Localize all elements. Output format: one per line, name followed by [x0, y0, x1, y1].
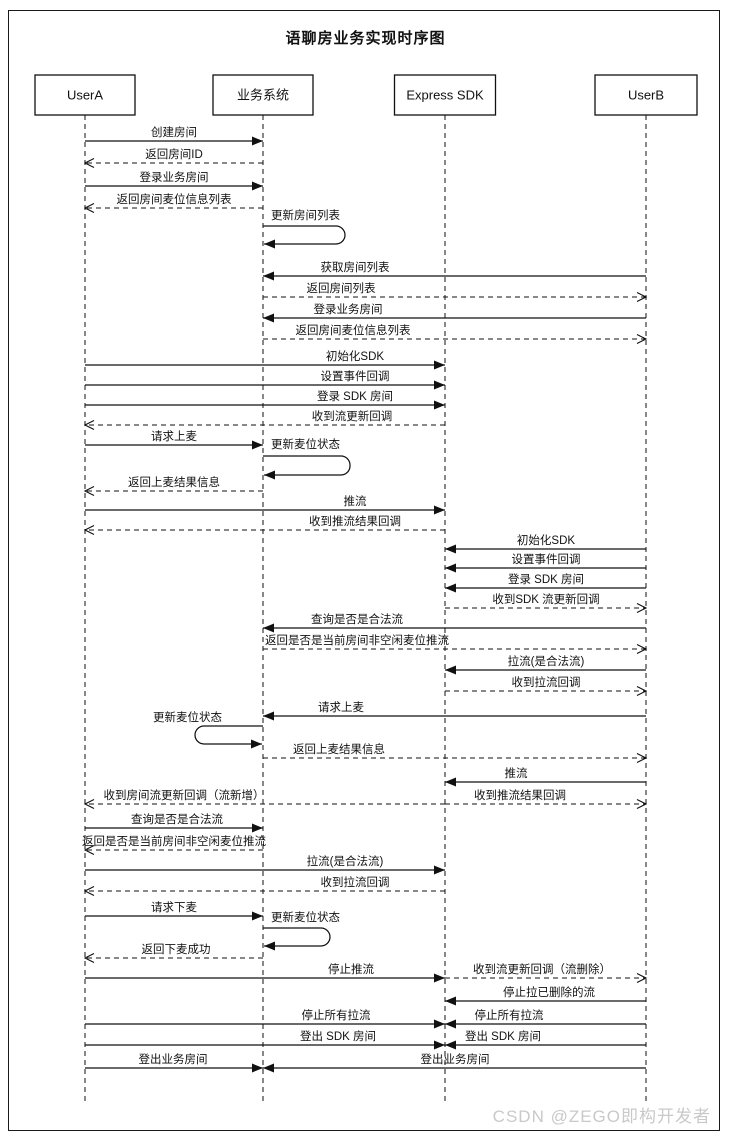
message-label-7: 返回房间麦位信息列表 [296, 323, 411, 337]
actor-label-userB: UserB [628, 88, 664, 103]
actor-label-biz: 业务系统 [237, 88, 289, 103]
self-loop-arrow-1 [263, 455, 351, 480]
message-label-0: 创建房间 [151, 125, 197, 139]
message-label-30: 返回是否是当前房间非空闲麦位推流 [82, 834, 266, 848]
message-label-18: 登录 SDK 房间 [508, 572, 584, 586]
message-label-33: 请求下麦 [151, 901, 197, 914]
message-label-9: 设置事件回调 [321, 369, 390, 383]
self-loop-label-3: 更新麦位状态 [271, 910, 340, 924]
message-label-28: 收到房间流更新回调（流新增） [104, 788, 265, 802]
message-label-2: 登录业务房间 [140, 170, 209, 184]
message-label-22: 拉流(是合法流) [508, 654, 585, 668]
message-label-31: 拉流(是合法流) [307, 854, 384, 868]
actor-box-sdk [393, 74, 497, 116]
message-label-21: 返回是否是当前房间非空闲麦位推流 [265, 633, 449, 647]
self-loop-arrow-3 [263, 927, 331, 951]
message-label-17: 设置事件回调 [512, 552, 581, 566]
actor-box-userA [34, 74, 136, 116]
message-label-29: 查询是否是合法流 [131, 812, 223, 826]
message-label-38: 停止所有拉流 [302, 1008, 371, 1022]
message-label-25: 返回上麦结果信息 [293, 742, 385, 756]
self-loop-label-2: 更新麦位状态 [153, 710, 222, 724]
actor-label-userA: UserA [67, 88, 103, 103]
message-label-35: 停止推流 [328, 962, 374, 976]
message-label-26: 推流 [505, 766, 528, 780]
self-loop-label-1: 更新麦位状态 [271, 437, 340, 451]
self-loop-arrow-2 [194, 725, 263, 749]
message-label-34: 返回下麦成功 [142, 943, 211, 956]
self-loop-arrow-0 [263, 225, 346, 249]
message-label-1: 返回房间ID [145, 148, 203, 161]
message-label-10: 登录 SDK 房间 [317, 389, 393, 403]
message-label-24: 请求上麦 [318, 701, 364, 714]
message-label-15: 收到推流结果回调 [309, 514, 401, 528]
message-label-16: 初始化SDK [517, 533, 575, 547]
message-label-42: 登出业务房间 [139, 1052, 208, 1066]
message-label-23: 收到拉流回调 [512, 675, 581, 689]
message-label-5: 返回房间列表 [307, 281, 376, 295]
message-label-6: 登录业务房间 [314, 302, 383, 316]
message-label-4: 获取房间列表 [321, 260, 390, 274]
message-label-37: 停止拉已删除的流 [503, 985, 595, 999]
message-label-12: 请求上麦 [151, 430, 197, 443]
message-label-13: 返回上麦结果信息 [128, 475, 220, 489]
actor-box-userB [594, 74, 698, 116]
message-label-3: 返回房间麦位信息列表 [117, 192, 232, 206]
message-label-8: 初始化SDK [326, 349, 384, 363]
actor-box-biz [212, 74, 314, 116]
diagram-title: 语聊房业务实现时序图 [285, 30, 446, 47]
actor-label-sdk: Express SDK [406, 88, 484, 103]
message-label-20: 查询是否是合法流 [311, 612, 403, 626]
message-label-41: 登出 SDK 房间 [465, 1029, 541, 1043]
message-label-40: 登出 SDK 房间 [300, 1029, 376, 1043]
message-label-11: 收到流更新回调 [312, 409, 393, 423]
message-label-32: 收到拉流回调 [321, 875, 390, 889]
self-loop-label-0: 更新房间列表 [271, 208, 340, 222]
message-label-39: 停止所有拉流 [475, 1008, 544, 1022]
csdn-watermark: CSDN @ZEGO即构开发者 [492, 1107, 711, 1126]
message-label-36: 收到流更新回调（流删除） [473, 962, 611, 976]
message-label-19: 收到SDK 流更新回调 [492, 592, 599, 606]
message-label-43: 登出业务房间 [421, 1052, 490, 1066]
message-label-14: 推流 [344, 494, 367, 508]
message-label-27: 收到推流结果回调 [474, 788, 566, 802]
